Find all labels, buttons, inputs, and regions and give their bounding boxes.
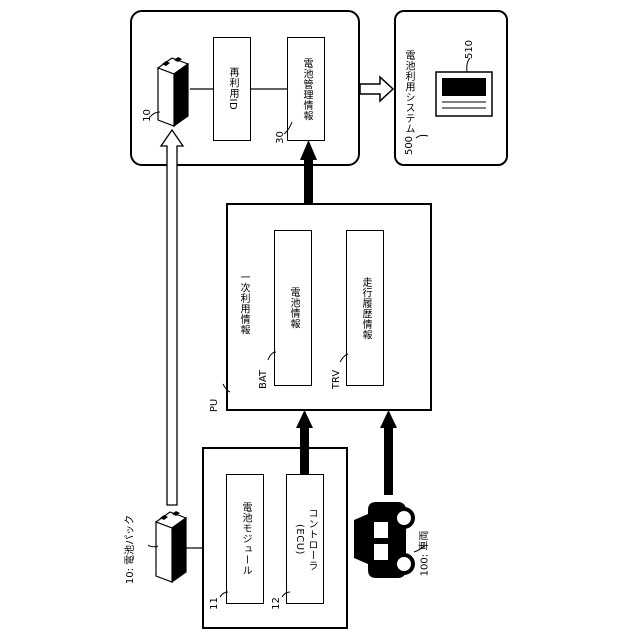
solid-arrow-head-2 xyxy=(296,410,313,428)
solid-arrow-shaft-1 xyxy=(304,158,313,203)
hollow-arrow-up xyxy=(161,130,183,505)
ref-bat: BAT xyxy=(258,370,269,389)
solid-arrow-shaft-2 xyxy=(300,425,309,475)
ref-11: 11 xyxy=(209,597,220,610)
vehicle-label: 100: 車両 xyxy=(415,531,430,577)
hollow-arrow-right xyxy=(360,77,393,101)
leader-12 xyxy=(282,592,290,597)
solid-arrow-shaft-3 xyxy=(384,425,393,495)
ref-12: 12 xyxy=(271,597,282,610)
vehicle-icon xyxy=(354,502,413,578)
ref-30: 30 xyxy=(275,131,286,144)
ref-pu: PU xyxy=(209,399,220,412)
terminal-icon xyxy=(436,72,492,116)
leader-510 xyxy=(467,58,470,72)
leader-pu xyxy=(223,384,230,392)
leader-bat xyxy=(268,352,276,360)
ref-500: 500 xyxy=(404,136,415,155)
battery-pack-icon xyxy=(156,511,186,582)
ref-10-device: 10 xyxy=(142,109,153,122)
battery-pack-label: 10: 電池パック xyxy=(121,515,136,584)
leader-500 xyxy=(416,135,428,138)
leader-trv xyxy=(340,354,348,362)
ref-510: 510 xyxy=(464,40,475,59)
solid-arrow-head-1 xyxy=(300,140,317,160)
leader-11 xyxy=(220,592,228,597)
ref-trv: TRV xyxy=(331,370,342,389)
battery-device-icon xyxy=(158,57,188,126)
battery-system-title: 電池利用システム xyxy=(402,50,414,134)
solid-arrow-head-3 xyxy=(380,410,397,428)
